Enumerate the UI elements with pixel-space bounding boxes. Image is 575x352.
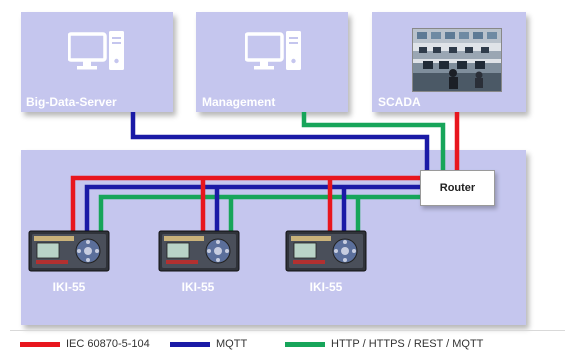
device-label-3: IKI-55: [309, 280, 343, 294]
iki-55-device: [28, 230, 110, 272]
router-box: Router: [420, 170, 495, 206]
mqtt-bus: [84, 184, 420, 232]
device-label-1: IKI-55: [52, 280, 86, 294]
legend-swatch-iec: [20, 341, 60, 347]
http-line-management: [301, 112, 446, 172]
iki-55-device: [158, 230, 240, 272]
mqtt-line-big-data: [130, 112, 430, 172]
legend-mqtt: MQTT: [170, 338, 247, 350]
router-label: Router: [439, 182, 476, 194]
device-label-2: IKI-55: [181, 280, 215, 294]
computer-icon: [245, 30, 303, 78]
big-data-server-box: Big-Data-Server: [21, 12, 173, 112]
legend-label-mqtt: MQTT: [216, 338, 248, 350]
scada-box: SCADA: [372, 12, 526, 112]
control-room-photo: [412, 28, 502, 92]
big-data-server-label: Big-Data-Server: [26, 95, 117, 109]
iki-55-device: [285, 230, 367, 272]
legend-divider: [10, 330, 565, 331]
scada-label: SCADA: [378, 95, 421, 109]
legend-label-http: HTTP / HTTPS / REST / MQTT: [331, 338, 484, 350]
legend-swatch-http: [285, 341, 325, 347]
computer-icon: [68, 30, 126, 78]
legend-iec: IEC 60870-5-104: [20, 338, 150, 350]
iec-bus: [70, 175, 420, 232]
http-bus: [98, 194, 420, 232]
management-box: Management: [196, 12, 348, 112]
management-label: Management: [202, 95, 276, 109]
legend-label-iec: IEC 60870-5-104: [66, 338, 150, 350]
legend-http: HTTP / HTTPS / REST / MQTT: [285, 338, 483, 350]
legend-swatch-mqtt: [170, 341, 210, 347]
